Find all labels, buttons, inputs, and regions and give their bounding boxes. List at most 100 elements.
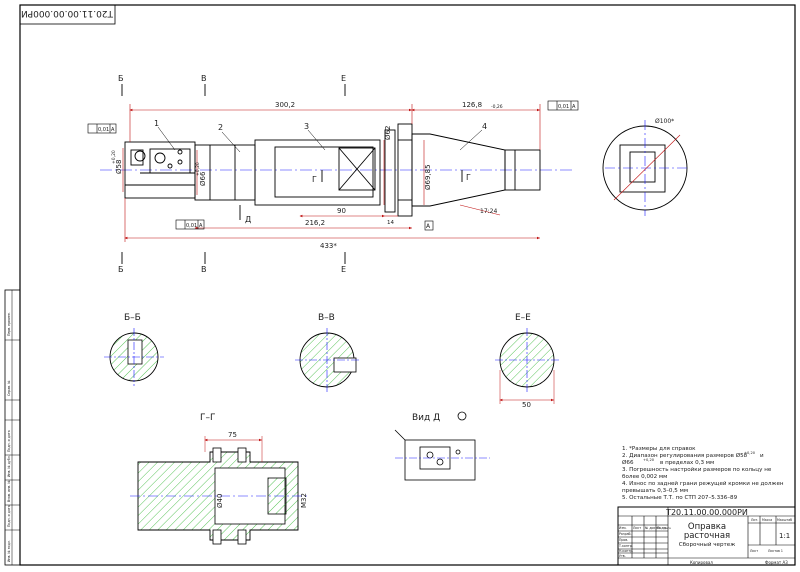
mark-d: Д xyxy=(245,215,251,224)
mark-v-top: В xyxy=(201,74,207,83)
note-5: 5. Остальные Т.Т. по СТП 207–5.336–89 xyxy=(622,495,738,501)
mark-b-bottom: Б xyxy=(118,265,124,274)
tb-row-sign: Подп. xyxy=(657,526,667,530)
view-d-title: Вид Д xyxy=(412,413,440,423)
pos-3: 3 xyxy=(304,122,309,131)
dim-dia58: Ø58 xyxy=(115,160,123,174)
main-view xyxy=(100,120,690,217)
section-gg-dia40: Ø40 xyxy=(216,494,224,508)
tb-row-utv: Утв. xyxy=(619,554,626,558)
section-cut-lines xyxy=(121,84,463,264)
tb-row-nkontr: Н.контр. xyxy=(619,549,633,553)
strip-label-2: Справ. № xyxy=(7,380,11,396)
main-dimensions xyxy=(122,104,541,242)
tol-3-value: 0,01 xyxy=(558,104,569,110)
dim-300: 300,2 xyxy=(275,101,295,109)
tolerance-frames xyxy=(87,100,579,231)
section-ee xyxy=(495,328,560,404)
title-block xyxy=(617,506,796,566)
tb-row-razrab: Разраб. xyxy=(619,532,632,536)
dim-dia100: Ø100* xyxy=(655,118,674,125)
title-sheets: Листов 1 xyxy=(768,549,783,553)
note-1: 1. *Размеры для справок xyxy=(622,446,696,452)
title-doc-type: Сборочный чертеж xyxy=(679,541,736,548)
mark-e-bottom: Е xyxy=(341,265,346,274)
tol-3-base: А xyxy=(572,104,576,110)
title-format: Формат А3 xyxy=(765,560,788,565)
tb-header-scale: Масштаб xyxy=(777,518,792,522)
note-2-and: и xyxy=(760,453,764,459)
title-code: Т20.11.00.00.000РИ xyxy=(665,508,748,517)
section-ee-dim: 50 xyxy=(522,401,531,409)
tol-1-base: А xyxy=(111,127,115,133)
view-d xyxy=(394,411,490,481)
pos-2: 2 xyxy=(218,123,223,132)
tb-header-mass: Масса xyxy=(762,518,772,522)
pos-4: 4 xyxy=(482,122,487,131)
section-ee-title: Е–Е xyxy=(515,313,531,323)
tb-row-izm: Изм. xyxy=(619,526,627,530)
sheet-frame xyxy=(19,4,796,566)
title-name-2: расточная xyxy=(684,531,730,541)
mark-v-bottom: В xyxy=(201,265,207,274)
tb-row-tkontr: Т.контр. xyxy=(618,544,633,548)
section-bb-title: Б–Б xyxy=(124,313,141,323)
note-4: 4. Износ по задней грани режущей кромки … xyxy=(622,480,784,487)
section-gg xyxy=(130,436,310,545)
left-strip: Перв. примен. Справ. № Подп. и дата Инв.… xyxy=(4,289,21,566)
title-scale: 1:1 xyxy=(779,532,790,540)
dim-433: 433* xyxy=(320,242,337,250)
tb-row-prov: Пров. xyxy=(619,538,628,542)
title-name-1: Оправка xyxy=(688,522,726,532)
dim-dia66-tol: +0,20 xyxy=(195,162,201,176)
note-3: 3. Погрешность настройки размеров по кол… xyxy=(622,466,772,473)
note-2-tail: в пределах 0,3 мм xyxy=(660,460,714,466)
pos-1: 1 xyxy=(154,119,159,128)
note-2: 2. Диапазон регулирования размеров Ø58 xyxy=(622,452,748,459)
tb-row-doc: № докум. xyxy=(645,526,661,530)
dim-126-tol: -0,26 xyxy=(491,104,503,110)
tol-2-base: А xyxy=(199,223,203,229)
section-gg-dim: 75 xyxy=(228,431,237,439)
section-vv-title: В–В xyxy=(318,313,335,323)
mark-e-top: Е xyxy=(341,74,346,83)
corner-code-box: Т20.11.00.00.000РИ xyxy=(19,4,116,25)
dim-90: 90 xyxy=(337,207,346,215)
strip-label-4: Инв. № дубл. xyxy=(7,455,11,477)
dim-126: 126,8 xyxy=(462,101,482,109)
tb-row-date: Дата xyxy=(664,526,671,530)
section-vv xyxy=(295,328,360,393)
title-sheet: Лист xyxy=(750,549,758,553)
dim-taper: 17:24 xyxy=(480,208,497,215)
tol-1-value: 0,01 xyxy=(98,127,109,133)
strip-label-1: Перв. примен. xyxy=(7,312,11,336)
note-2-tol2: +0,20 xyxy=(643,458,655,462)
datum-base: А xyxy=(426,223,431,230)
tol-2-value: 0,01 xyxy=(186,223,197,229)
dim-dia69: Ø69,85 xyxy=(424,164,432,190)
part-3-body xyxy=(254,139,381,206)
section-gg-label: Г–Г xyxy=(200,413,215,423)
dim-14: 14 xyxy=(387,220,394,226)
title-copied: Копировал xyxy=(690,560,713,565)
tb-header-lit: Лит. xyxy=(751,518,758,522)
section-gg-m32: М32 xyxy=(300,493,308,508)
strip-label-3: Подп. и дата xyxy=(7,430,11,452)
mark-b-top: Б xyxy=(118,74,124,83)
note-2b: Ø66 xyxy=(622,459,634,466)
mark-g-left: Г xyxy=(312,175,317,184)
technical-notes: 1. *Размеры для справок 2. Диапазон регу… xyxy=(622,446,784,501)
dim-dia66: Ø66 xyxy=(199,171,207,186)
tb-row-list: Лист xyxy=(633,526,641,530)
dim-dia62: Ø62 xyxy=(384,126,392,140)
note-3b: более 0,002 мм xyxy=(622,474,667,480)
note-2-tol1: +0,20 xyxy=(744,451,756,455)
dim-216: 216,2 xyxy=(305,219,325,227)
strip-label-7: Инв. № подл. xyxy=(7,540,11,562)
strip-label-5: Взам. инв. № xyxy=(7,480,11,502)
section-bb xyxy=(104,328,164,386)
corner-code: Т20.11.00.00.000РИ xyxy=(21,8,114,18)
dim-dia58-tol: +0,20 xyxy=(111,150,117,164)
